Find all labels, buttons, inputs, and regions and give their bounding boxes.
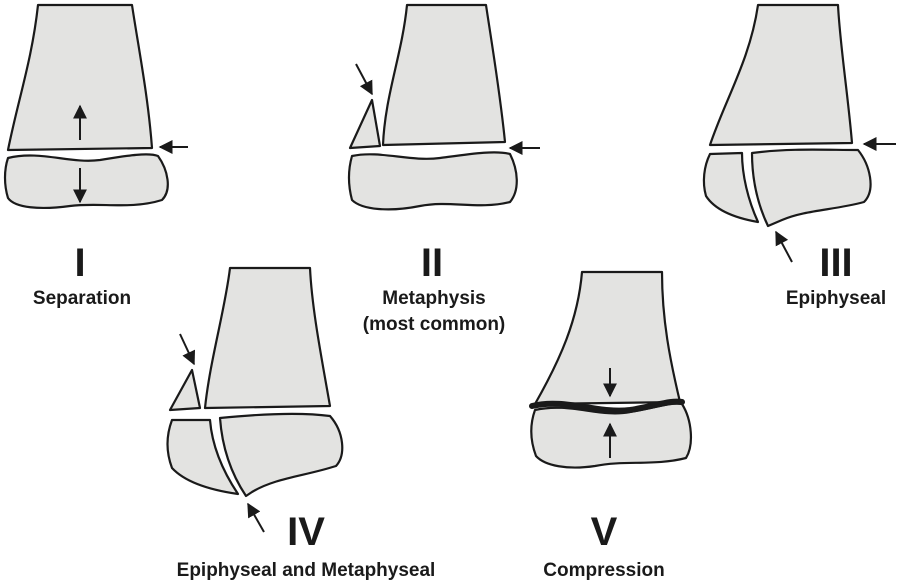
- type-iv-epiphysis-right: [220, 414, 342, 496]
- type-iii-numeral: III: [819, 241, 852, 285]
- type-iv-arrow-bottom: [248, 504, 264, 532]
- type-v-label: Compression: [543, 560, 664, 581]
- type-v-numeral: V: [591, 510, 618, 554]
- type-ii-label-line2: (most common): [363, 314, 506, 335]
- type-iii-bottom-arrow: [776, 232, 792, 262]
- type-i-illustration: [5, 5, 188, 208]
- type-iii-epiphysis-right: [752, 150, 871, 226]
- type-ii-epiphysis: [349, 152, 517, 209]
- type-i-epiphysis: [5, 154, 168, 208]
- type-iii-illustration: [704, 5, 896, 262]
- type-iv-illustration: [168, 268, 343, 532]
- type-ii-metaphysis: [383, 5, 505, 145]
- type-iv-fragment: [170, 370, 200, 410]
- type-ii-fragment: [350, 100, 380, 148]
- type-iii-epiphysis-left: [704, 153, 758, 222]
- type-i-numeral: I: [74, 241, 85, 285]
- type-iv-label: Epiphyseal and Metaphyseal: [177, 560, 436, 581]
- type-v-metaphysis: [535, 272, 680, 404]
- type-iii-metaphysis: [710, 5, 852, 145]
- type-iv-arrow-top: [180, 334, 194, 364]
- type-ii-illustration: [349, 5, 540, 209]
- type-ii-label-line1: Metaphysis: [382, 288, 485, 309]
- type-iii-label: Epiphyseal: [786, 288, 886, 309]
- type-ii-arrow-top: [356, 64, 372, 94]
- type-iv-numeral: IV: [287, 510, 325, 554]
- type-v-illustration: [531, 272, 691, 468]
- type-i-label: Separation: [33, 288, 131, 309]
- type-ii-numeral: II: [421, 241, 443, 285]
- type-iv-metaphysis: [205, 268, 330, 408]
